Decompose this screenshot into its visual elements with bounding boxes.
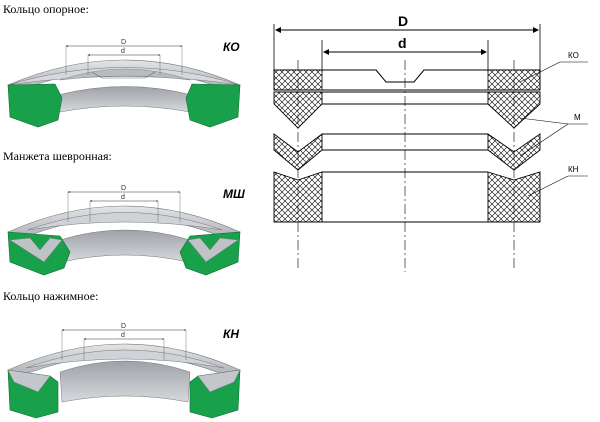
code-support-ring: КО xyxy=(223,40,240,54)
callout-m: М xyxy=(574,113,581,122)
caption-pressure-ring: Кольцо нажимное: xyxy=(3,289,99,303)
chevron-seal-illustration: D d xyxy=(7,185,241,276)
cross-section-drawing: D d КО М xyxy=(273,13,588,272)
callout-ko: КО xyxy=(568,51,579,60)
chevron-seal-inner-dim: d xyxy=(121,194,125,201)
chevron-seal-outer-dim: D xyxy=(121,185,126,192)
caption-chevron-seal: Манжета шевронная: xyxy=(3,149,112,163)
callout-kn: КН xyxy=(568,165,579,174)
caption-support-ring: Кольцо опорное: xyxy=(3,2,89,16)
pressure-ring-outer-dim: D xyxy=(121,323,126,330)
drawing-outer-dim: D xyxy=(398,13,408,29)
support-ring-outer-dim: D xyxy=(121,39,126,46)
support-ring-illustration: D d xyxy=(7,39,241,128)
code-chevron-seal: МШ xyxy=(223,187,245,201)
code-pressure-ring: КН xyxy=(223,327,240,341)
pressure-ring-inner-dim: d xyxy=(121,332,125,339)
support-ring-inner-dim: d xyxy=(121,48,125,55)
drawing-inner-dim: d xyxy=(398,35,407,51)
pressure-ring-illustration: D d xyxy=(7,323,241,419)
